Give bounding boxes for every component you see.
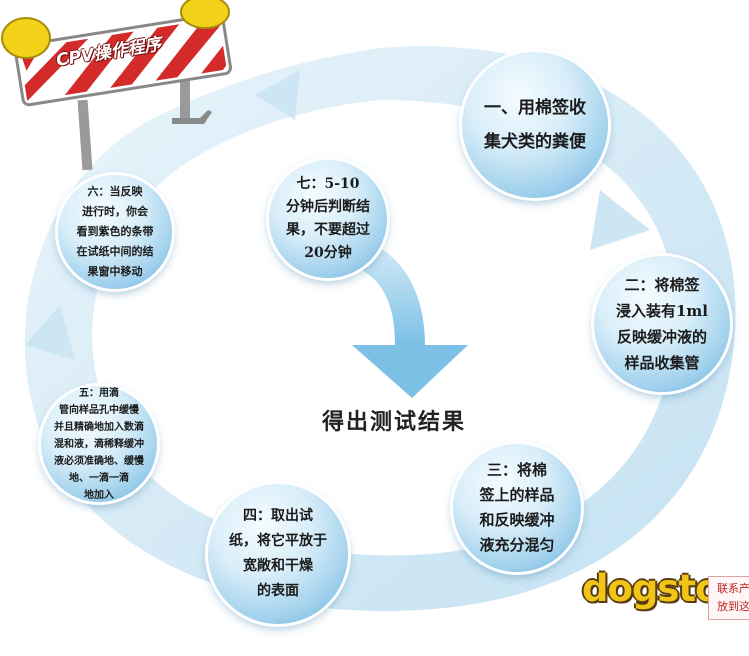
step-1-text: 一、用棉签收 集犬类的粪便: [484, 98, 586, 152]
step-4-bubble: 四：取出试 纸，将它平放于 宽敞和干燥 的表面: [208, 484, 348, 624]
side-box-line-2: 放到这: [717, 600, 749, 613]
side-box-line-1: 联系产: [717, 582, 749, 595]
cycle-arrowhead-top: [255, 70, 300, 120]
step-5-bubble: 五：用滴 管向样品孔中缓慢 并且精确地加入数滴 混和液，滴稀释缓冲 液必须准确地…: [41, 386, 157, 502]
step-1-bubble: 一、用棉签收 集犬类的粪便: [462, 52, 608, 198]
step-4-text: 四：取出试 纸，将它平放于 宽敞和干燥 的表面: [229, 508, 327, 599]
result-arrow-body: [350, 240, 425, 345]
step-2-bubble: 二：将棉签 浸入装有1ml 反映缓冲液的 样品收集管: [594, 256, 730, 392]
step-3-text: 三：将棉 签上的样品 和反映缓冲 液充分混匀: [479, 461, 555, 554]
step-7-text: 七：5-10 分钟后判断结 果，不要超过 20分钟: [286, 176, 370, 261]
result-label: 得出测试结果: [322, 409, 467, 435]
step-7-bubble: 七：5-10 分钟后判断结 果，不要超过 20分钟: [269, 160, 387, 278]
cpv-sign-illustration: [1, 0, 232, 171]
step-6-text: 六：当反映 进行时，你会 看到紫色的条带 在试纸中间的结 果窗中移动: [76, 185, 154, 278]
contact-side-box[interactable]: 联系产 放到这: [708, 576, 749, 620]
step-6-bubble: 六：当反映 进行时，你会 看到紫色的条带 在试纸中间的结 果窗中移动: [58, 175, 172, 289]
step-2-text: 二：将棉签 浸入装有1ml 反映缓冲液的 样品收集管: [615, 276, 708, 372]
result-arrow-head: [352, 345, 468, 398]
step-5-text: 五：用滴 管向样品孔中缓慢 并且精确地加入数滴 混和液，滴稀释缓冲 液必须准确地…: [54, 387, 144, 501]
cycle-arrowhead-left: [25, 305, 75, 360]
step-3-bubble: 三：将棉 签上的样品 和反映缓冲 液充分混匀: [453, 444, 581, 572]
cycle-arrowhead-right: [590, 190, 650, 250]
